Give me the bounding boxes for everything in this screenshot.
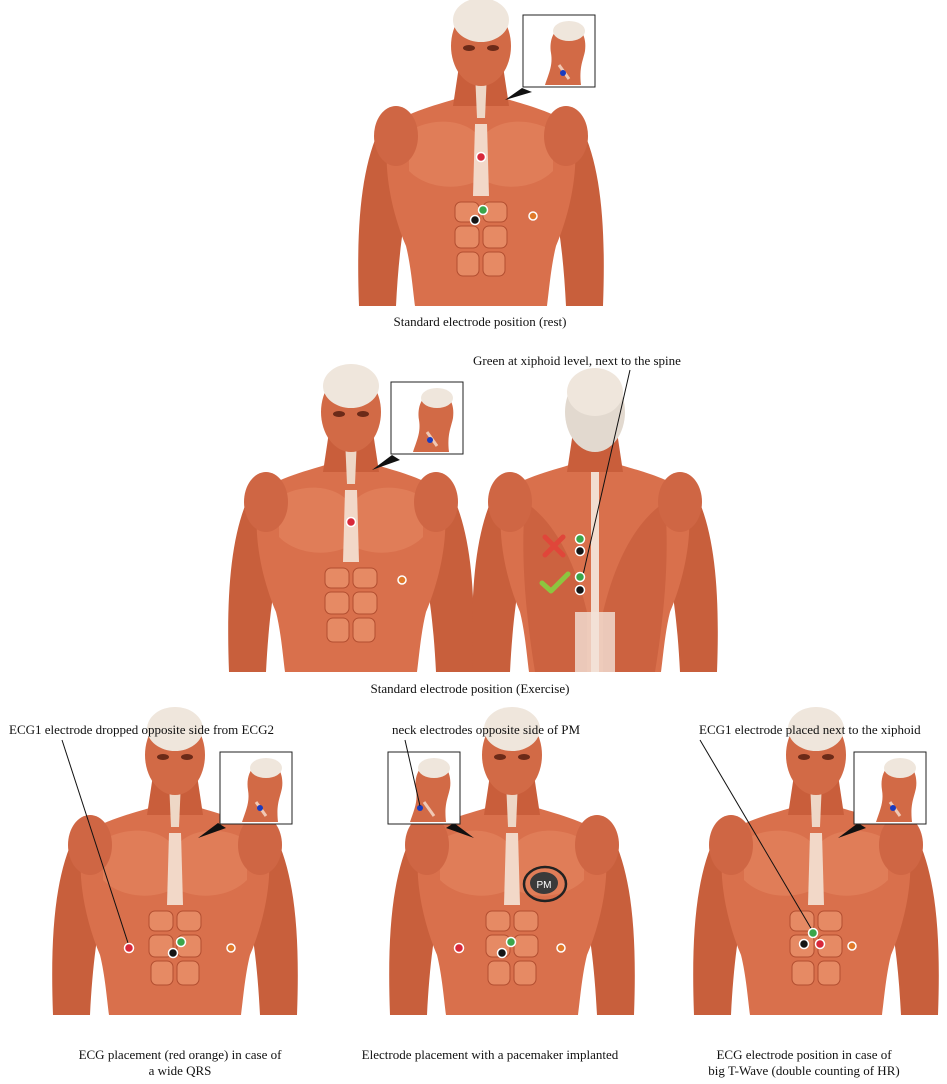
electrode-green xyxy=(809,929,818,938)
caption-pacemaker: Electrode placement with a pacemaker imp… xyxy=(330,1047,650,1063)
note-exercise: Green at xiphoid level, next to the spin… xyxy=(473,353,681,369)
figure-wide-qrs xyxy=(52,707,298,1015)
note-wide-qrs: ECG1 electrode dropped opposite side fro… xyxy=(9,722,274,738)
caption-rest: Standard electrode position (rest) xyxy=(330,314,630,330)
pm-label: PM xyxy=(537,880,552,891)
electrode-black-wrong xyxy=(576,547,585,556)
caption-wide-qrs-line1: ECG placement (red orange) in case of xyxy=(30,1047,330,1063)
electrode-orange xyxy=(227,944,235,952)
neck-inset xyxy=(388,752,460,824)
note-pacemaker: neck electrodes opposite side of PM xyxy=(392,722,580,738)
figure-exercise-back xyxy=(472,368,718,672)
neck-inset xyxy=(854,752,926,824)
electrode-red xyxy=(477,153,486,162)
figure-exercise-front xyxy=(228,364,474,672)
electrode-black xyxy=(471,216,480,225)
electrode-red xyxy=(347,518,356,527)
electrode-green xyxy=(177,938,186,947)
electrode-black xyxy=(498,949,507,958)
torso-back-figure xyxy=(472,368,718,672)
neck-electrode xyxy=(560,70,566,76)
electrode-black xyxy=(169,949,178,958)
note-big-t-wave: ECG1 electrode placed next to the xiphoi… xyxy=(699,722,921,738)
electrode-black xyxy=(800,940,809,949)
electrode-orange xyxy=(398,576,406,584)
neck-inset xyxy=(523,15,595,87)
figure-pacemaker: PM xyxy=(388,707,635,1015)
callout-pointer xyxy=(505,88,532,100)
electrode-green-wrong xyxy=(576,535,585,544)
electrode-orange xyxy=(557,944,565,952)
electrode-orange xyxy=(529,212,537,220)
electrode-green xyxy=(507,938,516,947)
caption-big-t-wave-line2: big T-Wave (double counting of HR) xyxy=(664,1063,944,1079)
caption-big-t-wave-line1: ECG electrode position in case of xyxy=(664,1047,944,1063)
electrode-orange xyxy=(848,942,856,950)
electrode-black-correct xyxy=(576,586,585,595)
electrode-red xyxy=(125,944,134,953)
electrode-green xyxy=(479,206,488,215)
figure-big-t-wave xyxy=(693,707,939,1015)
neck-electrode xyxy=(257,805,263,811)
neck-electrode xyxy=(890,805,896,811)
electrode-red xyxy=(455,944,464,953)
electrode-green-correct xyxy=(576,573,585,582)
neck-electrode xyxy=(427,437,433,443)
electrode-red xyxy=(816,940,825,949)
neck-inset xyxy=(220,752,292,824)
caption-exercise: Standard electrode position (Exercise) xyxy=(320,681,620,697)
caption-wide-qrs-line2: a wide QRS xyxy=(30,1063,330,1079)
neck-inset xyxy=(391,382,463,454)
figure-rest xyxy=(358,0,604,306)
